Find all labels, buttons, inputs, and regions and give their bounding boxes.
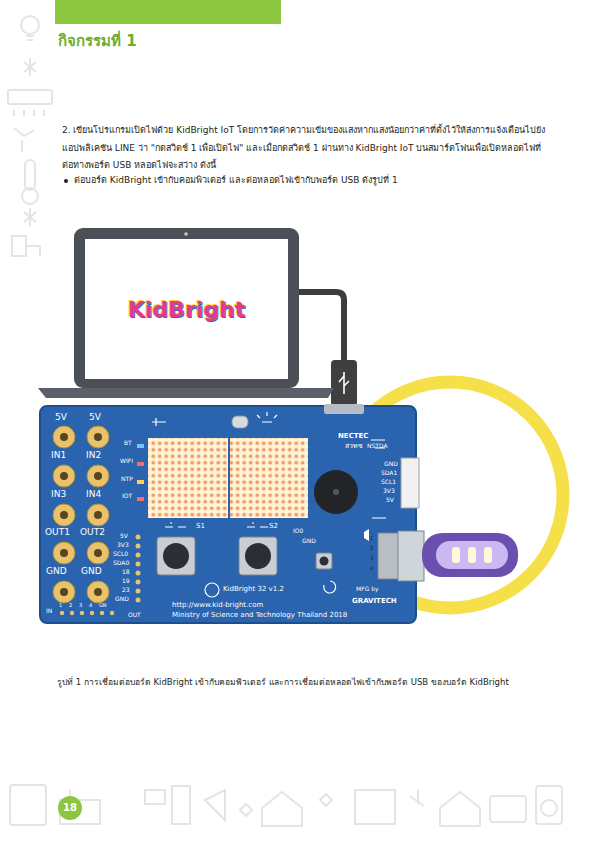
pin-label: OUT — [128, 612, 141, 619]
figure-caption: รูปที่ 1 การเชื่อมต่อบอร์ด KidBright เข้… — [57, 678, 509, 688]
laptop-lid — [74, 228, 299, 388]
pin-label: 2 — [69, 603, 72, 609]
pin-label: 4 — [89, 603, 92, 609]
buzzer-hole — [333, 489, 339, 495]
pin-label: 18 — [122, 569, 130, 576]
maker-label: MFG by — [356, 586, 379, 593]
status-leds — [137, 444, 144, 501]
pin-label: NTP — [121, 476, 133, 483]
owl-logo — [205, 583, 219, 597]
ministry-label: Ministry of Science and Technology Thail… — [172, 611, 347, 619]
background-icons — [8, 16, 562, 826]
led-matrix-dots — [148, 438, 228, 518]
pin-label: SCL1 — [381, 479, 396, 486]
pin-label: IN — [46, 608, 52, 615]
pin-label: GND — [384, 461, 398, 468]
board-label: GND — [81, 566, 102, 576]
header-pins — [60, 535, 141, 616]
header-bar — [55, 0, 281, 24]
board-label: IN4 — [86, 489, 101, 499]
logo-label: NSTDA — [367, 443, 388, 450]
micro-usb-port — [324, 404, 364, 414]
usb-lamp-glow — [436, 541, 508, 569]
laptop-screen — [85, 239, 288, 379]
pin-label: SDA0 — [113, 560, 129, 567]
pin-label: 19 — [122, 578, 130, 585]
i2c-connector — [401, 458, 419, 508]
pin-label: GND — [302, 538, 316, 545]
led-matrix — [148, 438, 228, 518]
board-label: IN1 — [51, 450, 66, 460]
usb-a-shell — [398, 531, 424, 581]
page-number-disc — [58, 796, 82, 820]
pin-label: 1 — [370, 536, 373, 542]
board-label: S1 — [196, 522, 205, 530]
board-label: 5V — [89, 412, 101, 422]
kidbright-board — [40, 406, 416, 623]
logo-label: สวทช — [345, 442, 363, 450]
laptop-camera — [184, 232, 188, 236]
board-label: GND — [46, 566, 67, 576]
page-title: กิจกรรมที่ 1 — [58, 33, 137, 50]
reset-icon — [324, 581, 336, 593]
pin-label: 5V — [386, 497, 394, 504]
pin-label: 4 — [370, 566, 373, 572]
pin-label: SCL0 — [113, 551, 128, 558]
speaker-icon — [364, 529, 369, 541]
board-label: OUT1 — [45, 527, 70, 537]
pin-label: GND — [115, 596, 129, 603]
usb-symbol — [339, 372, 349, 394]
pin-label: 3V3 — [117, 542, 129, 549]
usb-cable — [298, 292, 344, 362]
buzzer — [314, 470, 358, 514]
bullet-text: ต่อบอร์ด KidBright เข้ากับคอมพิวเตอร์ แล… — [74, 175, 398, 185]
logo-label: NECTEC — [338, 432, 368, 440]
url-label: http://www.kid-bright.com — [172, 601, 263, 609]
pin-label: 3 — [79, 603, 82, 609]
sensor-icon — [152, 418, 166, 426]
board-label: KidBright 32 v1.2 — [223, 585, 284, 593]
pin-label: 1 — [59, 603, 62, 609]
pin-label: SDA1 — [381, 470, 397, 477]
board-label: IN2 — [86, 450, 101, 460]
pin-label: 5V — [120, 533, 128, 540]
bullet-dot — [64, 179, 68, 183]
usb-plug — [331, 360, 357, 406]
pin-label: 3 — [370, 556, 373, 562]
pin-label: WIFI — [120, 458, 133, 465]
instruction-text: 2. เขียนโปรแกรมเปิดไฟด้วย KidBright IoT … — [62, 122, 550, 175]
pin-label: IO0 — [293, 528, 303, 535]
pin-label: 3V3 — [383, 488, 395, 495]
light-sensor — [232, 416, 248, 428]
light-icon — [257, 412, 277, 422]
board-label: 5V — [55, 412, 67, 422]
screen-logo: KidBright — [128, 297, 245, 322]
board-label: OUT2 — [80, 527, 105, 537]
pin-label: IOT — [122, 493, 132, 500]
maker-label: GRAVITECH — [352, 597, 397, 605]
board-label: IN3 — [51, 489, 66, 499]
pin-label: 23 — [122, 587, 130, 594]
led-matrix — [230, 438, 308, 518]
usb-lamp — [422, 533, 518, 577]
laptop-screen-display: KidBright — [85, 239, 288, 379]
board-label: S2 — [269, 522, 278, 530]
pin-label: BT — [124, 440, 132, 447]
pin-label: 2 — [370, 546, 373, 552]
lamp-leds — [452, 547, 492, 563]
page-number: 18 — [63, 802, 77, 814]
led-matrix-dots — [230, 438, 308, 518]
laptop-base — [38, 388, 334, 398]
pin-label: GN — [99, 603, 107, 609]
push-buttons — [157, 522, 332, 575]
